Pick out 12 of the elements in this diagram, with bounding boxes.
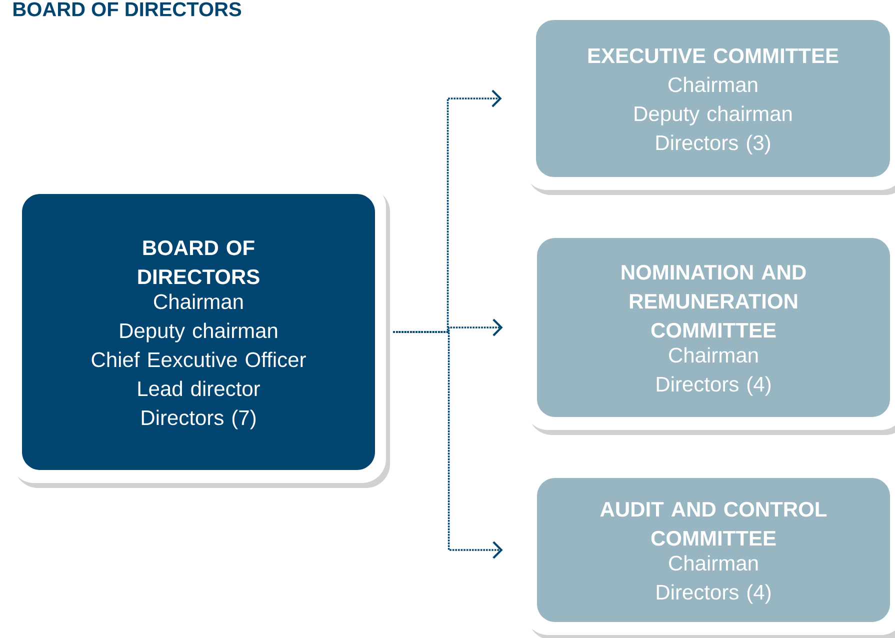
committee-box: AUDIT AND CONTROL COMMITTEE Chairman Directors (4) bbox=[524, 465, 895, 638]
node-label: Chairman bbox=[154, 294, 243, 310]
committee-box: NOMINATION AND REMUNERATION COMMITTEE Chairman Directors (4) bbox=[524, 225, 895, 435]
node-label: Chief Eexcutive Officer bbox=[92, 352, 306, 368]
committee-box: BOARD OF DIRECTORS Chairman Deputy chairman Chief Eexcutive Officer Lead director Directors (7) bbox=[10, 183, 390, 488]
node-label: Deputy chairman bbox=[120, 322, 278, 342]
committee-box: EXECUTIVE COMMITTEE Chairman Deputy chairman Directors (3) bbox=[523, 8, 895, 195]
node-label: Lead director bbox=[138, 380, 260, 396]
node-label: Directors (7) bbox=[142, 410, 256, 430]
title: BOARD OF DIRECTORS bbox=[14, 2, 242, 16]
node-label: BOARD OF DIRECTORS bbox=[138, 240, 260, 284]
arrow bbox=[393, 331, 503, 559]
